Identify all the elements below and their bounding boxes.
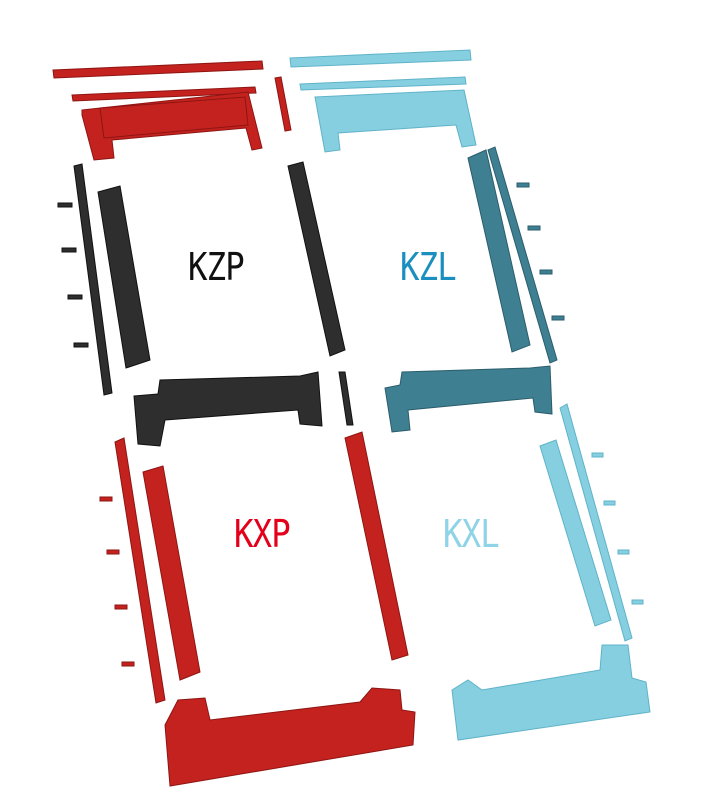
red-bottom-parts <box>99 431 416 787</box>
light-blue-top-parts <box>289 49 477 153</box>
label-kxl: KXL <box>443 512 500 556</box>
teal-parts <box>384 146 565 433</box>
label-kzl: KZL <box>400 245 457 289</box>
red-top-parts <box>52 60 292 161</box>
label-kzp: KZP <box>188 245 245 289</box>
black-parts <box>57 161 354 447</box>
light-blue-bottom-parts <box>451 403 651 741</box>
label-kxp: KXP <box>234 512 291 556</box>
